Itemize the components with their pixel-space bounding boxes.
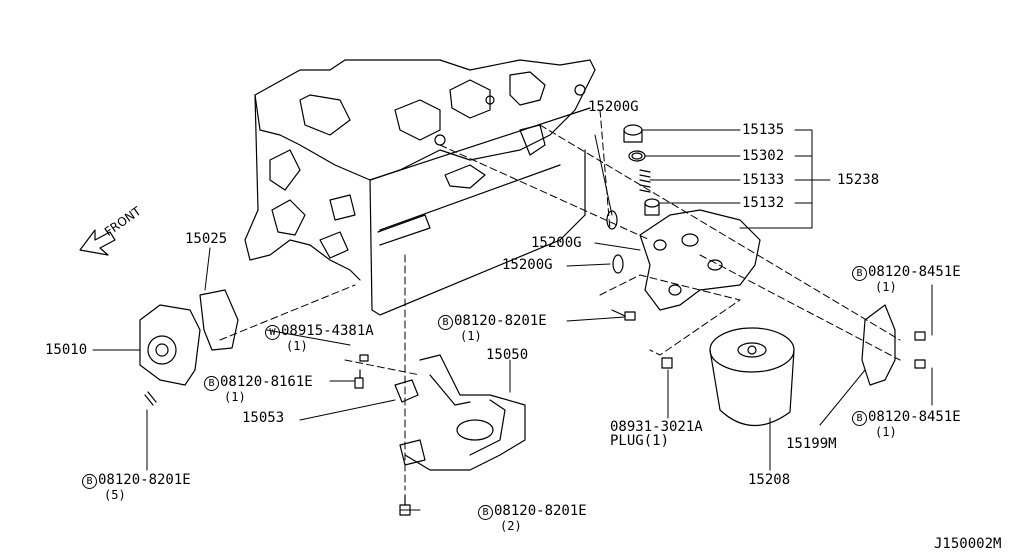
part-15050: 15050 (486, 347, 529, 363)
part-15200G-mid: 15200G (531, 235, 582, 251)
part-15010: 15010 (45, 342, 88, 358)
engine-block (244, 59, 596, 316)
part-15302: 15302 (742, 148, 785, 164)
oil-filter (709, 327, 795, 427)
part-15025: 15025 (185, 231, 228, 247)
part-15053: 15053 (242, 410, 285, 426)
part-15133: 15133 (742, 172, 785, 188)
oil-baffle (861, 304, 896, 386)
washer-08915-qty: (1) (286, 339, 308, 353)
bolt-8201-bot-qty: (2) (500, 519, 522, 533)
part-15200G-low: 15200G (502, 257, 553, 273)
bolt-8451-bot-qty: (1) (875, 425, 897, 439)
strainer-gasket (394, 379, 419, 403)
oil-filter-bracket (639, 209, 761, 311)
part-15135: 15135 (742, 122, 785, 138)
part-15208: 15208 (748, 472, 791, 488)
bolt-8201-mid-qty: (1) (460, 329, 482, 343)
bolt-8451-top-qty: (1) (875, 280, 897, 294)
part-15200G-top: 15200G (588, 99, 639, 115)
oil-pump-gasket (199, 289, 239, 351)
part-15238: 15238 (837, 172, 880, 188)
bolt-8201-left-qty: (5) (104, 488, 126, 502)
plug-label: PLUG(1) (610, 433, 670, 449)
part-15199M: 15199M (786, 436, 837, 452)
relief-valve-parts (606, 124, 660, 274)
plug-code: 08931-3021A (610, 419, 703, 435)
front-arrow-icon (79, 229, 116, 256)
bolt-8161-qty: (1) (224, 390, 246, 404)
oil-pump (139, 304, 201, 386)
part-15132: 15132 (742, 195, 785, 211)
oil-strainer (399, 354, 526, 471)
diagram-id: J150002M (934, 536, 1002, 552)
